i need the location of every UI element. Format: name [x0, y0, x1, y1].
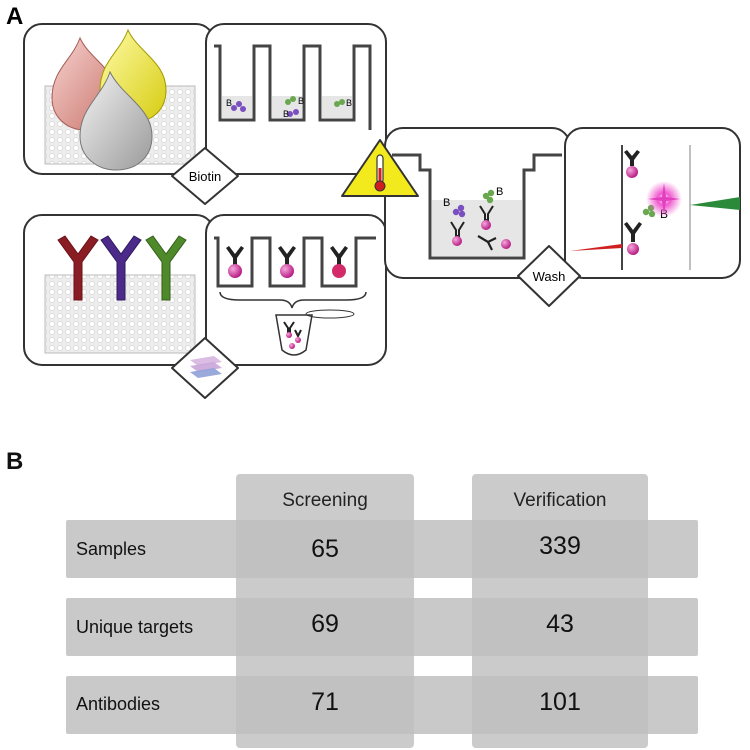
antibody-plate-box — [23, 214, 215, 366]
biotin-mark: B — [346, 98, 352, 108]
table-cell: 339 — [539, 532, 581, 560]
biotin-label: Biotin — [189, 169, 222, 184]
antibody-bead-icon — [278, 246, 296, 278]
pooling-brace — [219, 291, 367, 309]
chip-stack-icon — [190, 356, 222, 378]
table-cell: 69 — [311, 610, 339, 638]
biotin-mark: B — [496, 186, 503, 198]
reagent-plate-box — [23, 23, 215, 175]
biotinylation-wells-box: B B B B — [205, 23, 387, 175]
protein-cluster-icon: B B — [283, 96, 304, 119]
red-antibody-icon — [57, 235, 99, 301]
column-header-verification: Verification — [513, 490, 607, 511]
wash-label: Wash — [533, 269, 566, 284]
biotin-step-badge: Biotin — [171, 147, 239, 205]
captured-protein-icon: B — [479, 186, 503, 230]
table-cell: 71 — [311, 688, 339, 716]
fluorescence-flash-icon — [646, 181, 682, 217]
protein-cluster-icon: B — [334, 98, 352, 108]
antibody-bead-icon — [624, 150, 640, 178]
column-header-screening: Screening — [282, 490, 368, 511]
antibody-bead-icon — [226, 246, 244, 278]
wash-step-badge: Wash — [517, 245, 581, 307]
green-emission-beam — [690, 197, 740, 210]
biotin-mark: B — [226, 98, 232, 108]
protein-cluster-icon: B — [226, 98, 246, 112]
table-cell: 65 — [311, 535, 339, 563]
incubation-well-box: B B — [384, 127, 571, 279]
gray-droplet-icon — [79, 70, 153, 171]
row-header-antibodies: Antibodies — [76, 694, 161, 714]
flow-readout-box: B — [564, 127, 741, 279]
pooled-bead-tube-icon — [275, 309, 355, 356]
bead-coupling-box — [205, 214, 387, 366]
captured-protein-icon: B — [443, 197, 466, 246]
row-header-samples: Samples — [76, 539, 147, 559]
workflow-diagram: A B B B B Biotin — [6, 3, 741, 399]
thermometer-warning-icon — [341, 139, 419, 197]
red-laser-beam — [570, 244, 622, 251]
biotin-mark: B — [443, 197, 450, 209]
summary-table: Screening Verification Samples 65 339 Un… — [0, 440, 750, 750]
row-header-unique-targets: Unique targets — [76, 617, 194, 637]
table-cell: 101 — [539, 688, 581, 716]
antibody-bead-icon — [330, 246, 348, 278]
table-row — [66, 520, 698, 578]
table-row — [66, 598, 698, 656]
biotin-mark: B — [298, 96, 304, 106]
table-row — [66, 676, 698, 734]
biotin-mark: B — [283, 109, 289, 119]
antibody-bead-icon — [477, 235, 511, 251]
table-cell: 43 — [546, 610, 574, 638]
panel-b-label: B — [6, 448, 24, 475]
chip-stack-badge — [171, 337, 239, 399]
green-antibody-icon — [145, 235, 187, 301]
panel-a-label: A — [6, 3, 23, 30]
blue-antibody-icon — [100, 235, 142, 301]
